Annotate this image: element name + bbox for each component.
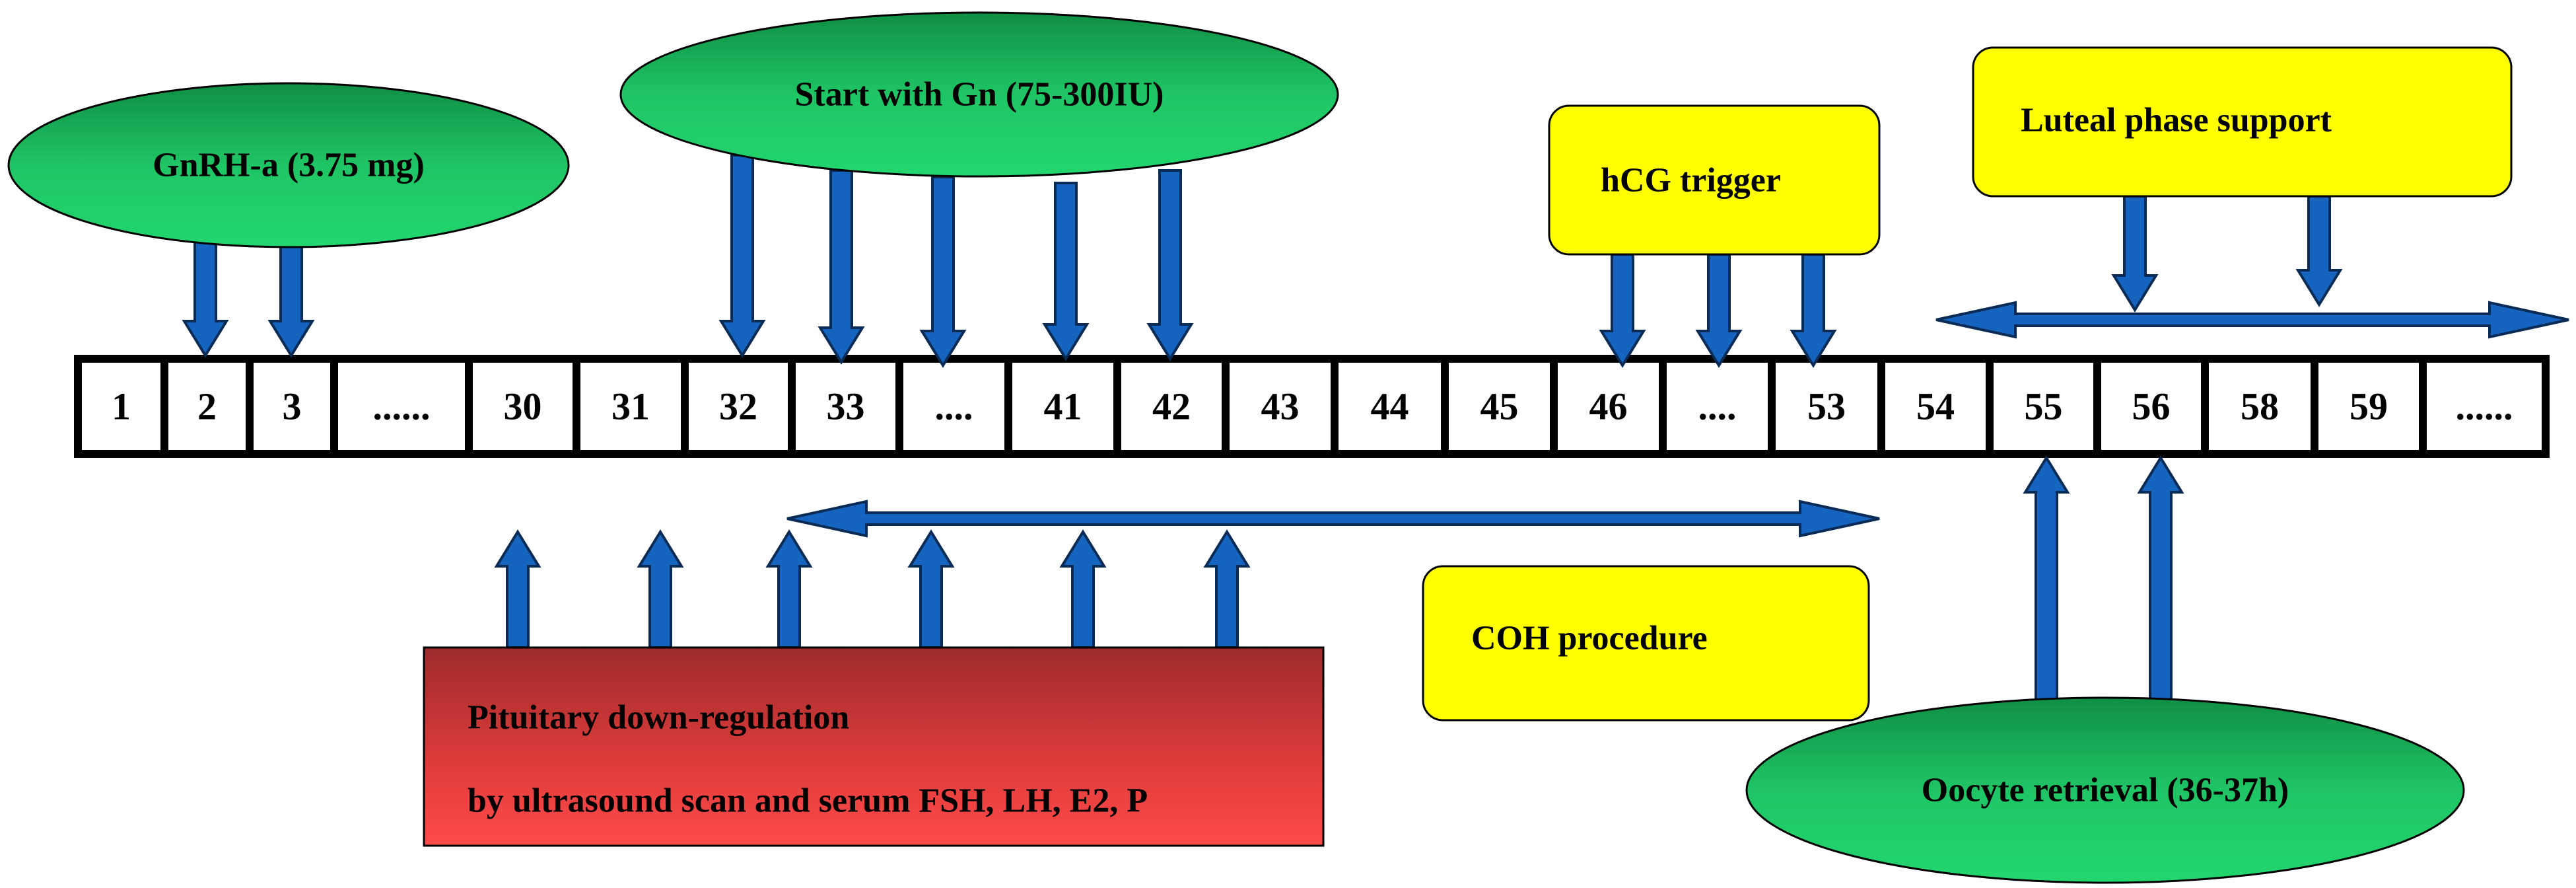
day-cell [74, 355, 168, 458]
day-cell [1986, 355, 2101, 458]
pituitary-label-line2: by ultrasound scan and serum FSH, LH, E2… [468, 782, 1148, 820]
day-cell [465, 355, 580, 458]
day-cell-label: ...... [2456, 385, 2513, 428]
day-cell-label: 43 [1261, 385, 1300, 428]
day-cell-label: .... [935, 385, 973, 428]
day-cell-label: ...... [373, 385, 431, 428]
hcg-box [1548, 104, 1881, 256]
luteal-box [1972, 46, 2513, 198]
day-cell-label: 59 [2350, 385, 2388, 428]
day-cell-label: 58 [2241, 385, 2279, 428]
hcg-down-arrow [1790, 253, 1837, 368]
day-cell-label: 1 [112, 385, 131, 428]
day-cell [788, 355, 903, 458]
day-cell-label: 2 [197, 385, 217, 428]
pituitary-up-arrow [765, 529, 813, 649]
day-cell-label: 33 [827, 385, 865, 428]
day-cell [1004, 355, 1121, 458]
gn-down-arrow [718, 154, 766, 358]
day-cell [2201, 355, 2318, 458]
arrows-group [182, 154, 2569, 706]
luteal-label: Luteal phase support [2021, 102, 2332, 139]
oocyte-label: Oocyte retrieval (36-37h) [1922, 772, 2289, 809]
oocyte-up-arrow [2137, 455, 2184, 706]
pituitary-box [423, 646, 1325, 847]
day-cell [2419, 355, 2550, 458]
coh-label: COH procedure [1471, 620, 1708, 657]
day-timeline: 1 2 3...... 30 31 32 33.... 41 42 43 44 45 46.... 53 5… [74, 355, 2550, 458]
hcg-down-arrow [1599, 253, 1646, 368]
gn-down-arrow [1146, 169, 1194, 361]
coh-span-arrow [786, 500, 1880, 538]
day-cell-label: 53 [1807, 385, 1846, 428]
gn-down-arrow [1042, 182, 1090, 361]
day-cell [1768, 355, 1885, 458]
pituitary-label-line1: Pituitary down-regulation [468, 699, 849, 737]
pituitary-up-arrow [1059, 529, 1107, 649]
pituitary-up-arrow [907, 529, 955, 649]
day-cell-label: .... [1698, 385, 1737, 428]
pituitary-up-arrow [494, 529, 541, 649]
gn-down-arrow [919, 176, 967, 368]
day-cell-label: 55 [2025, 385, 2063, 428]
gnrh-label: GnRH-a (3.75 mg) [153, 147, 425, 184]
day-cell-label: 41 [1044, 385, 1082, 428]
coh-box [1422, 565, 1870, 722]
luteal-down-arrow [2295, 195, 2343, 307]
day-cell-label: 44 [1371, 385, 1409, 428]
day-cell-label: 32 [719, 385, 757, 428]
gn-down-arrow [818, 169, 865, 365]
gnrh-down-arrow [182, 227, 229, 358]
day-cell [895, 355, 1012, 458]
hcg-down-arrow [1695, 253, 1743, 368]
luteal-down-arrow [2111, 195, 2159, 313]
gnrh-ellipse [7, 82, 570, 248]
day-cell-label: 31 [611, 385, 650, 428]
hcg-label: hCG trigger [1601, 162, 1781, 200]
luteal-span-arrow [1935, 301, 2569, 339]
pituitary-up-arrow [637, 529, 684, 649]
day-cell-label: 45 [1480, 385, 1519, 428]
day-cell-label: 3 [283, 385, 302, 428]
oocyte-up-arrow [2023, 455, 2070, 706]
day-cell-label: 42 [1152, 385, 1191, 428]
day-cell [160, 355, 254, 458]
pituitary-up-arrow [1203, 529, 1251, 649]
oocyte-ellipse [1745, 696, 2465, 884]
day-cell [2093, 355, 2209, 458]
day-cell [246, 355, 338, 458]
gn-ellipse [619, 11, 1339, 178]
day-cell-label: 46 [1589, 385, 1628, 428]
gn-label: Start with Gn (75-300IU) [795, 76, 1164, 114]
day-cell-label: 56 [2132, 385, 2171, 428]
day-cell-label: 54 [1916, 385, 1955, 428]
day-cell-label: 30 [504, 385, 542, 428]
